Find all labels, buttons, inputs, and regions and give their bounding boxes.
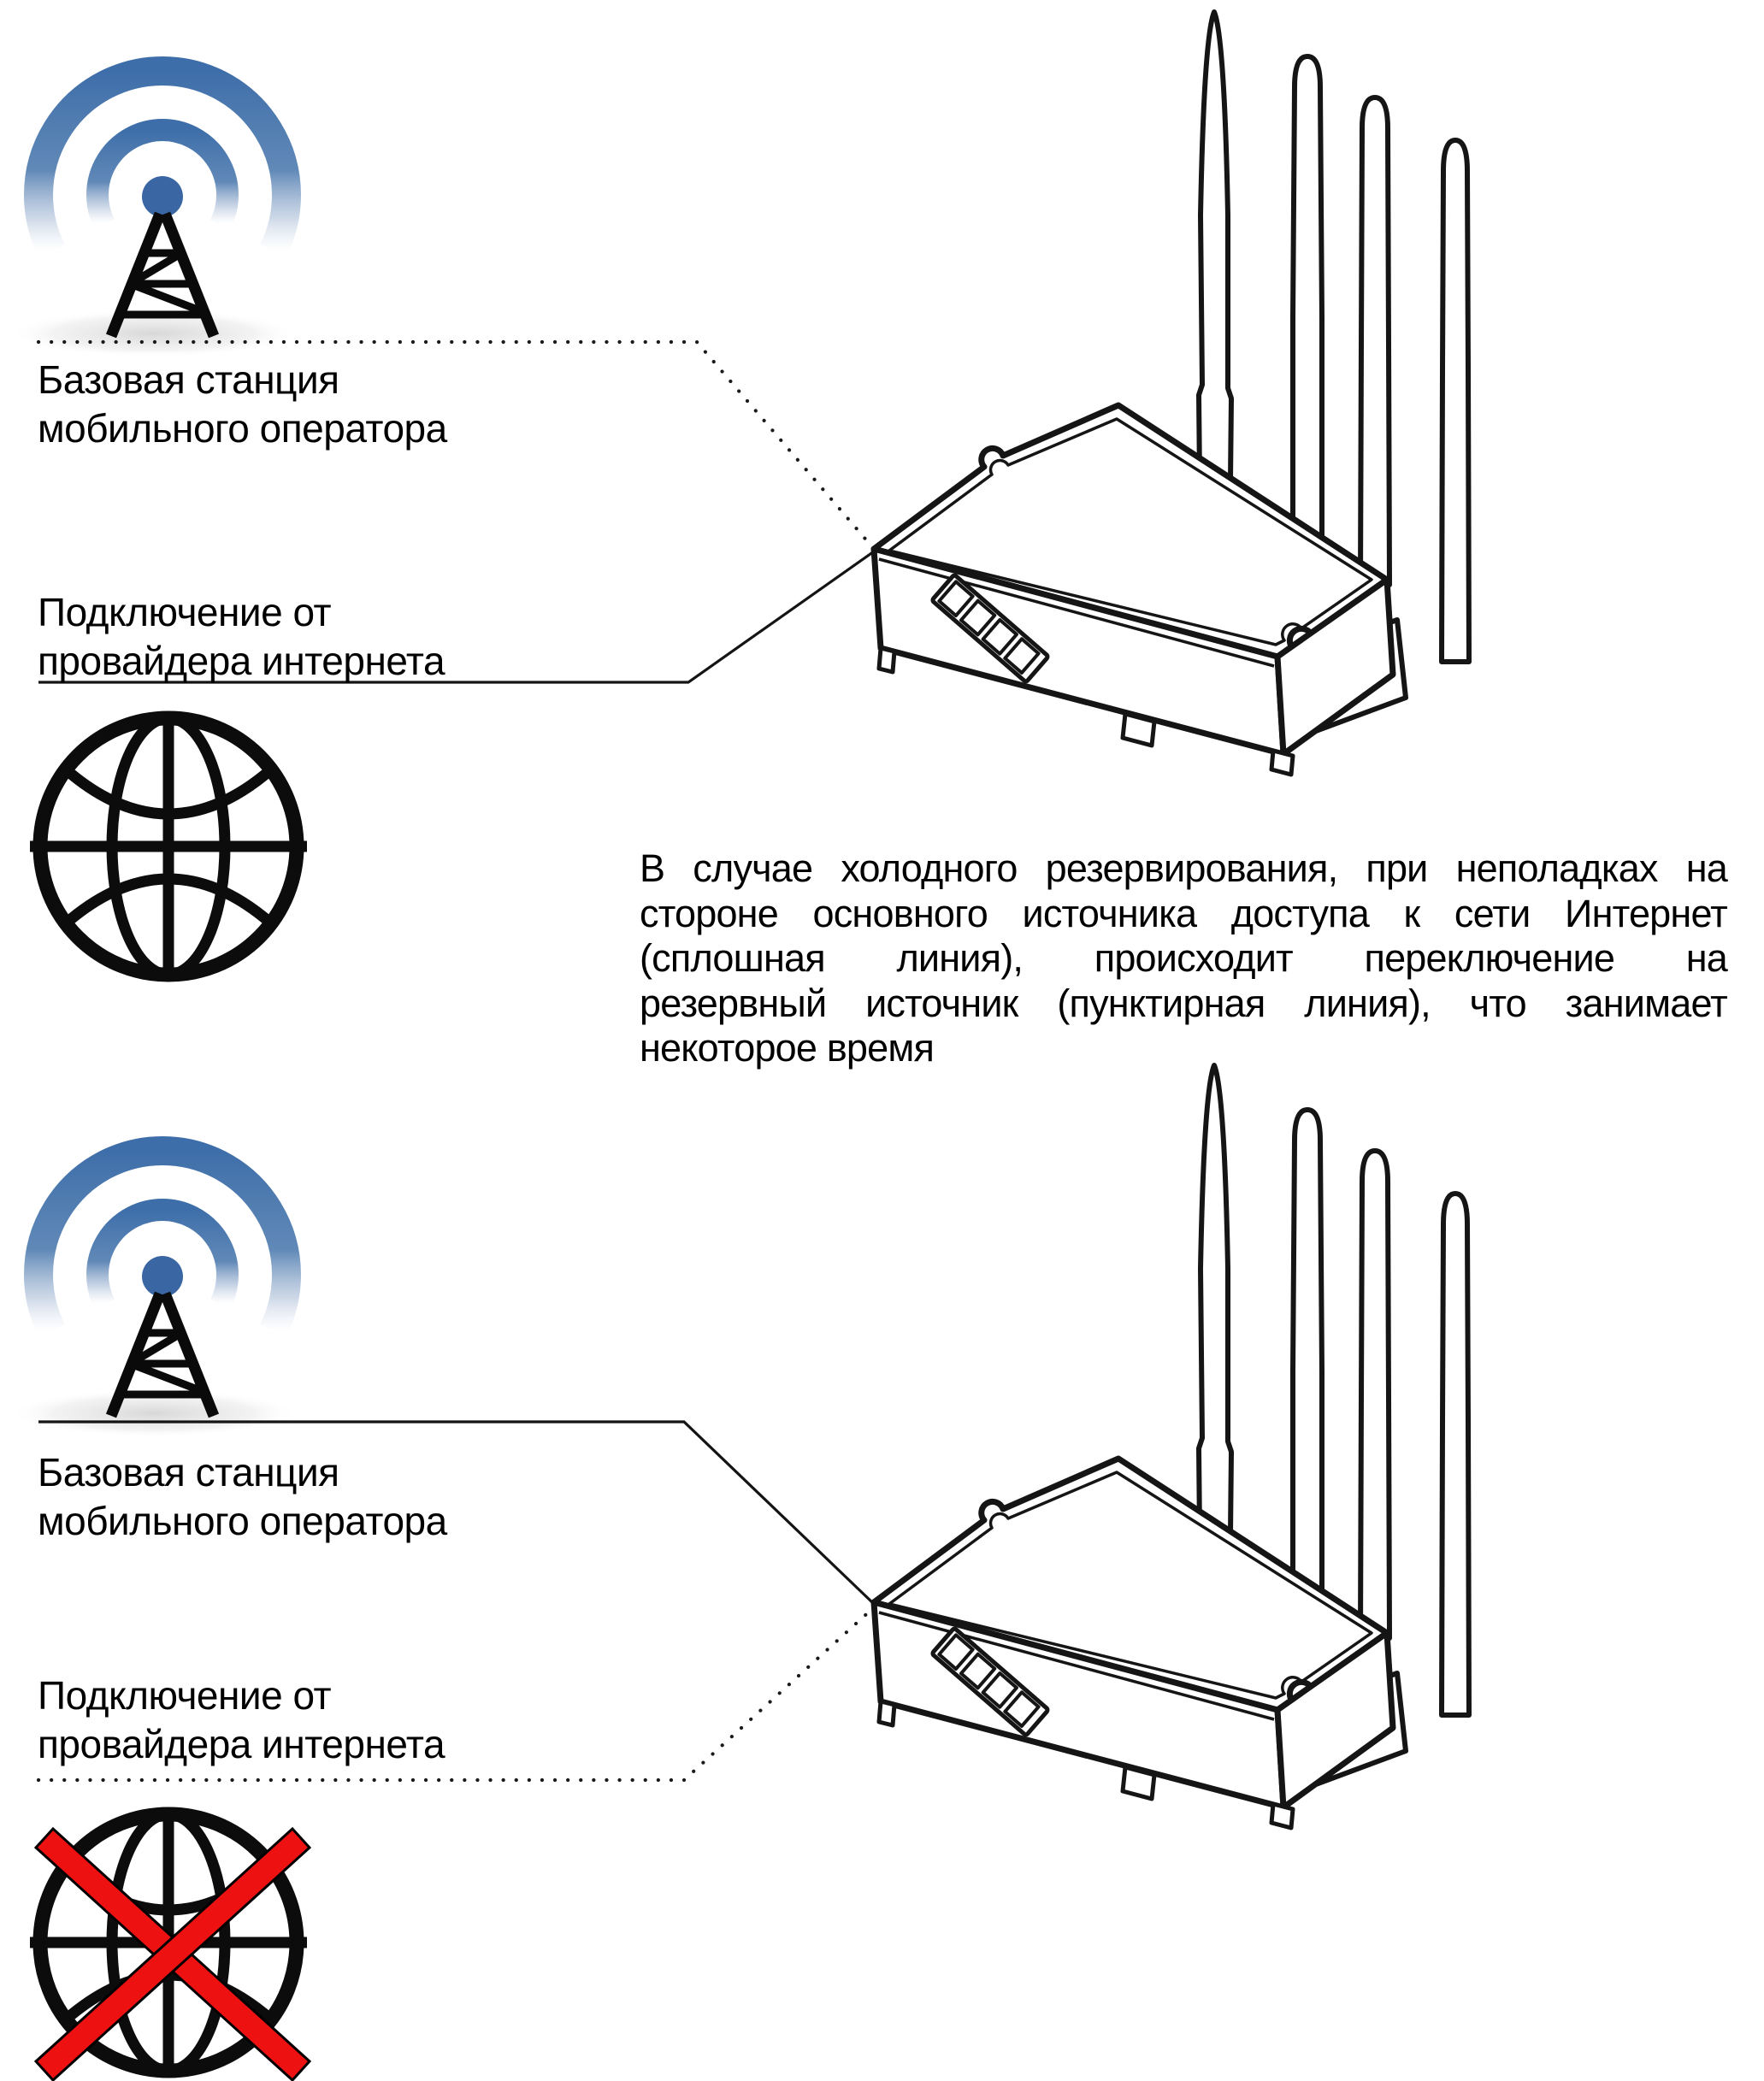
internet-globe-icon [30,712,307,981]
annotation-line: (сплошная линия), происходит переключени… [640,936,1728,981]
router-illustration [874,12,1469,775]
cell-tower-icon [10,71,298,357]
annotation-line: стороне основного источника доступа к се… [640,891,1728,935]
red-cross-icon [33,1826,312,2081]
provider-label-line2: провайдера интернета [38,1722,445,1766]
provider-label-line1: Подключение от [38,590,332,634]
base-station-label-top: Базовая станция мобильного оператора [38,356,447,453]
router-illustration [874,1065,1469,1828]
cell-tower-icon [10,1151,298,1437]
base-station-label-line2: мобильного оператора [38,406,447,451]
base-station-label-line2: мобильного оператора [38,1499,447,1543]
provider-label-top: Подключение от провайдера интернета [38,588,445,686]
provider-link-dotted [36,1605,876,1783]
provider-label-line1: Подключение от [38,1673,332,1718]
annotation-line: некоторое время [640,1026,935,1070]
base-station-label-line1: Базовая станция [38,1450,339,1494]
cellular-link-solid [38,1420,876,1606]
provider-label-line2: провайдера интернета [38,639,445,683]
provider-label-bottom: Подключение от провайдера интернета [38,1671,445,1769]
annotation-line: В случае холодного резервирования, при н… [640,846,1728,890]
annotation-line: резервный источник (пунктирная линия), ч… [640,981,1728,1025]
base-station-label-line1: Базовая станция [38,357,339,402]
cellular-link-dotted [36,339,876,551]
cold-redundancy-annotation: В случае холодного резервирования, при н… [640,846,1728,1071]
provider-link-solid [38,550,875,684]
base-station-label-bottom: Базовая станция мобильного оператора [38,1448,447,1546]
